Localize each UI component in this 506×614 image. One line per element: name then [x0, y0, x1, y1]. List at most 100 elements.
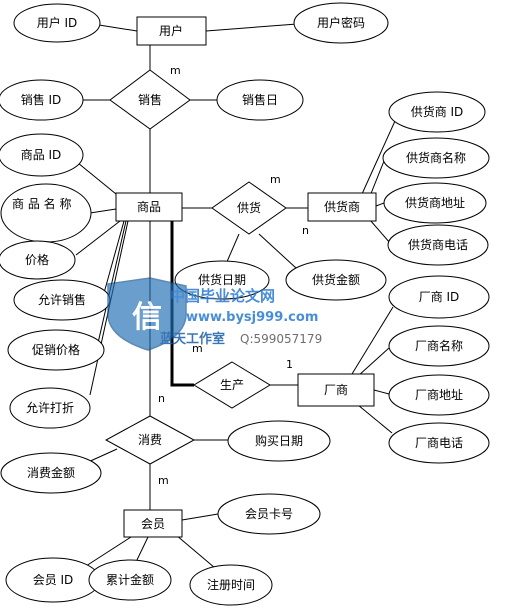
- line-supply-supplydate: [225, 233, 240, 265]
- attribute-mfr-id[interactable]: 厂商 ID: [388, 275, 490, 319]
- attribute-sale-date[interactable]: 销售日: [216, 79, 304, 121]
- cardinality-product-consume: n: [158, 392, 165, 405]
- cardinality-product-produce: m: [192, 342, 203, 355]
- attribute-supplier-address[interactable]: 供货商地址: [383, 182, 487, 224]
- attribute-mfr-name-label: 厂商名称: [415, 338, 463, 353]
- cardinality-produce-mfr: 1: [286, 358, 293, 371]
- attribute-user-password-label: 用户密码: [317, 15, 365, 30]
- line-mfr-mname: [357, 347, 390, 377]
- attribute-total-amount-label: 累计金额: [106, 572, 154, 587]
- line-productname-product: [89, 208, 117, 214]
- line-supplier-sphone: [369, 219, 391, 244]
- attribute-mfr-address-label: 厂商地址: [415, 387, 463, 402]
- entity-member[interactable]: 会员: [123, 509, 183, 538]
- attribute-sale-id[interactable]: 销售 ID: [0, 79, 84, 121]
- attribute-product-name-label: 商 品 名 称: [12, 197, 72, 211]
- attribute-mfr-address[interactable]: 厂商地址: [388, 374, 490, 416]
- line-product-produce: [170, 221, 194, 387]
- attribute-mfr-phone-label: 厂商电话: [415, 435, 463, 450]
- attribute-product-id[interactable]: 商品 ID: [0, 133, 84, 177]
- attribute-buy-date-label: 购买日期: [255, 433, 303, 448]
- watermark-title: 中国毕业论文网: [170, 287, 275, 305]
- entity-user[interactable]: 用户: [136, 16, 207, 46]
- attribute-supplier-name[interactable]: 供货商名称: [382, 137, 490, 179]
- line-supplier-sid: [361, 120, 396, 195]
- attribute-member-id[interactable]: 会员 ID: [5, 557, 101, 603]
- relationship-sale[interactable]: 销售: [109, 69, 191, 130]
- line-member-reg: [175, 534, 216, 569]
- attribute-supplier-id[interactable]: 供货商 ID: [388, 91, 486, 133]
- attribute-supply-amount-label: 供货金额: [312, 272, 360, 287]
- attribute-mfr-phone[interactable]: 厂商电话: [388, 422, 490, 464]
- line-promo-product: [97, 220, 127, 344]
- relationship-sale-label: 销售: [138, 92, 162, 107]
- shield-icon: [107, 277, 187, 351]
- attribute-supply-date-label: 供货日期: [198, 272, 246, 287]
- attribute-product-name[interactable]: 商 品 名 称: [0, 183, 92, 243]
- attribute-allow-sale[interactable]: 允许销售: [13, 279, 111, 321]
- line-member-total: [135, 536, 149, 563]
- line-mfr-mid: [351, 306, 394, 375]
- attribute-promo-price[interactable]: 促销价格: [7, 329, 105, 371]
- attribute-promo-price-label: 促销价格: [32, 342, 80, 357]
- watermark-studio: 蓝天工作室: [160, 331, 225, 347]
- watermark-url: www.bysj999.com: [186, 310, 318, 325]
- relationship-supply[interactable]: 供货: [211, 181, 287, 235]
- attribute-sale-date-label: 销售日: [242, 92, 278, 107]
- cardinality-user-sale: m: [170, 64, 181, 77]
- attribute-allow-discount[interactable]: 允许打折: [9, 387, 91, 429]
- attribute-consume-amount-label: 消费金额: [27, 465, 75, 480]
- connector-lines: [75, 23, 396, 569]
- attribute-supplier-address-label: 供货商地址: [405, 195, 465, 210]
- attribute-member-card[interactable]: 会员卡号: [217, 493, 321, 535]
- entity-member-label: 会员: [141, 517, 165, 531]
- attribute-supplier-id-label: 供货商 ID: [411, 104, 464, 119]
- cardinality-supply-supplier: n: [302, 224, 309, 237]
- relationship-produce[interactable]: 生产: [193, 361, 271, 409]
- relationship-consume-label: 消费: [138, 433, 162, 447]
- attribute-member-id-label: 会员 ID: [33, 573, 74, 587]
- entity-manufacturer-label: 厂商: [324, 382, 348, 397]
- line-mfr-mphone: [357, 404, 393, 434]
- line-member-card: [181, 513, 219, 521]
- attribute-allow-discount-label: 允许打折: [26, 400, 74, 415]
- attribute-supplier-phone[interactable]: 供货商电话: [387, 224, 489, 266]
- line-userid-user: [98, 24, 138, 32]
- attribute-supply-amount[interactable]: 供货金额: [285, 259, 387, 301]
- entity-product[interactable]: 商品: [115, 192, 183, 222]
- attribute-price[interactable]: 价格: [0, 240, 76, 280]
- attribute-register-time-label: 注册时间: [207, 577, 255, 592]
- line-member-id: [85, 536, 132, 567]
- attribute-register-time[interactable]: 注册时间: [189, 564, 273, 606]
- attribute-user-password[interactable]: 用户密码: [293, 2, 389, 44]
- attribute-consume-amount[interactable]: 消费金额: [0, 452, 102, 494]
- relationship-supply-label: 供货: [237, 200, 261, 215]
- attribute-supply-date[interactable]: 供货日期: [174, 260, 270, 300]
- attribute-allow-sale-label: 允许销售: [38, 292, 86, 307]
- attribute-sale-id-label: 销售 ID: [21, 92, 62, 107]
- entity-supplier-label: 供货商: [324, 199, 360, 214]
- line-supply-supplyamount: [258, 233, 297, 269]
- attribute-member-card-label: 会员卡号: [245, 507, 293, 521]
- attribute-mfr-id-label: 厂商 ID: [419, 289, 460, 304]
- entity-manufacturer[interactable]: 厂商: [297, 373, 375, 407]
- entity-supplier[interactable]: 供货商: [307, 192, 377, 222]
- entity-product-label: 商品: [137, 199, 161, 214]
- entity-user-label: 用户: [159, 23, 183, 38]
- watermark: 信 中国毕业论文网 www.bysj999.com 蓝天工作室 Q:599057…: [107, 277, 322, 351]
- attribute-price-label: 价格: [25, 252, 49, 267]
- line-productid-product: [77, 162, 117, 195]
- watermark-glyph: 信: [132, 300, 162, 335]
- attribute-user-id[interactable]: 用户 ID: [13, 3, 101, 43]
- attribute-mfr-name[interactable]: 厂商名称: [388, 325, 490, 367]
- watermark-qq: Q:599057179: [240, 332, 322, 346]
- relationship-consume[interactable]: 消费: [104, 415, 196, 465]
- relationship-produce-label: 生产: [220, 378, 244, 392]
- cardinality-product-supply: m: [270, 173, 281, 186]
- attribute-supplier-phone-label: 供货商电话: [408, 237, 468, 252]
- attribute-user-id-label: 用户 ID: [37, 15, 78, 30]
- line-user-userpwd: [205, 23, 298, 32]
- attribute-total-amount[interactable]: 累计金额: [88, 559, 172, 601]
- attribute-buy-date[interactable]: 购买日期: [227, 420, 331, 462]
